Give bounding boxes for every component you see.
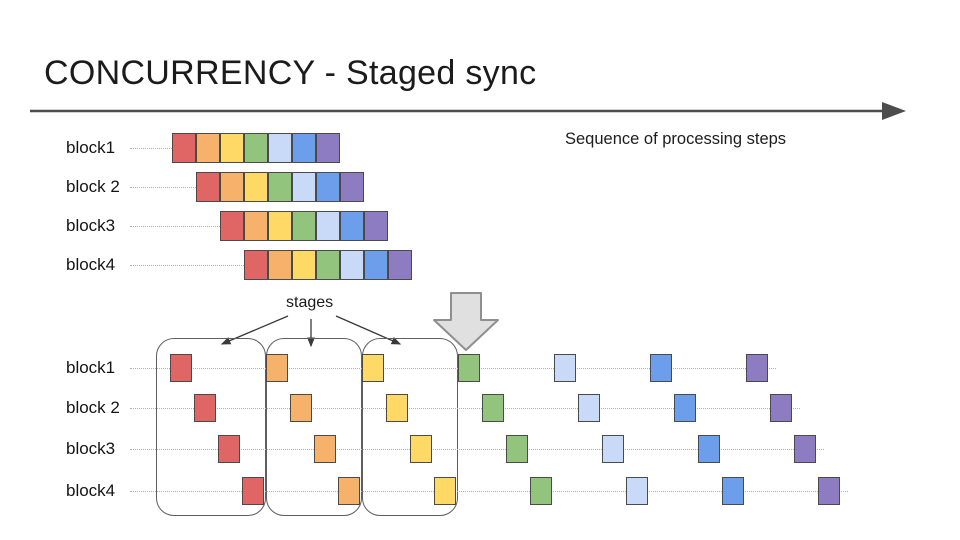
row-leader-line — [130, 265, 244, 266]
step-square — [626, 477, 648, 505]
step-square — [388, 250, 412, 280]
step-square — [818, 477, 840, 505]
step-square — [316, 133, 340, 163]
down-arrow-icon — [433, 292, 499, 351]
row-leader-line — [130, 408, 800, 409]
step-square — [364, 250, 388, 280]
step-square — [316, 211, 340, 241]
block-label: block1 — [66, 138, 116, 157]
step-square — [316, 250, 340, 280]
row-leader-line — [130, 187, 196, 188]
step-square — [220, 133, 244, 163]
step-square — [196, 133, 220, 163]
stage-rect — [156, 338, 266, 516]
row-leader-line — [130, 226, 220, 227]
step-square — [220, 211, 244, 241]
row-leader-line — [130, 449, 824, 450]
step-square — [482, 394, 504, 422]
step-square — [292, 211, 316, 241]
step-square — [266, 354, 288, 382]
step-square — [242, 477, 264, 505]
step-square — [268, 133, 292, 163]
step-square — [292, 172, 316, 202]
step-square — [316, 172, 340, 202]
step-square — [722, 477, 744, 505]
stages-label: stages — [286, 294, 334, 311]
step-square — [194, 394, 216, 422]
step-square — [602, 435, 624, 463]
step-square — [578, 394, 600, 422]
block-label: block4 — [66, 255, 116, 274]
step-square — [340, 250, 364, 280]
step-square — [362, 354, 384, 382]
step-square — [220, 172, 244, 202]
row-leader-line — [130, 491, 848, 492]
step-square — [530, 477, 552, 505]
step-square — [770, 394, 792, 422]
step-square — [506, 435, 528, 463]
step-square — [292, 133, 316, 163]
step-square — [244, 250, 268, 280]
step-square — [172, 133, 196, 163]
stage-rect — [362, 338, 458, 516]
block-label: block 2 — [66, 398, 120, 417]
step-square — [698, 435, 720, 463]
step-square — [746, 354, 768, 382]
step-square — [340, 172, 364, 202]
sequence-arrow — [30, 102, 906, 120]
block-label: block4 — [66, 481, 116, 500]
sequence-arrow-label: Sequence of processing steps — [565, 130, 787, 148]
step-square — [674, 394, 696, 422]
row-leader-line — [130, 368, 776, 369]
stage-rect — [266, 338, 362, 516]
step-square — [244, 211, 268, 241]
step-square — [554, 354, 576, 382]
block-label: block3 — [66, 216, 116, 235]
step-square — [410, 435, 432, 463]
step-square — [268, 250, 292, 280]
step-square — [458, 354, 480, 382]
step-square — [268, 172, 292, 202]
stages-pointer-arrows — [220, 315, 402, 348]
step-square — [650, 354, 672, 382]
step-square — [218, 435, 240, 463]
step-square — [244, 133, 268, 163]
step-square — [386, 394, 408, 422]
block-label: block1 — [66, 358, 116, 377]
step-square — [290, 394, 312, 422]
block-label: block 2 — [66, 177, 120, 196]
step-square — [340, 211, 364, 241]
step-square — [244, 172, 268, 202]
page-title: CONCURRENCY - Staged sync — [44, 54, 537, 92]
step-square — [364, 211, 388, 241]
step-square — [338, 477, 360, 505]
block-label: block3 — [66, 439, 116, 458]
step-square — [314, 435, 336, 463]
step-square — [196, 172, 220, 202]
step-square — [268, 211, 292, 241]
row-leader-line — [130, 148, 172, 149]
step-square — [794, 435, 816, 463]
step-square — [292, 250, 316, 280]
step-square — [434, 477, 456, 505]
step-square — [170, 354, 192, 382]
